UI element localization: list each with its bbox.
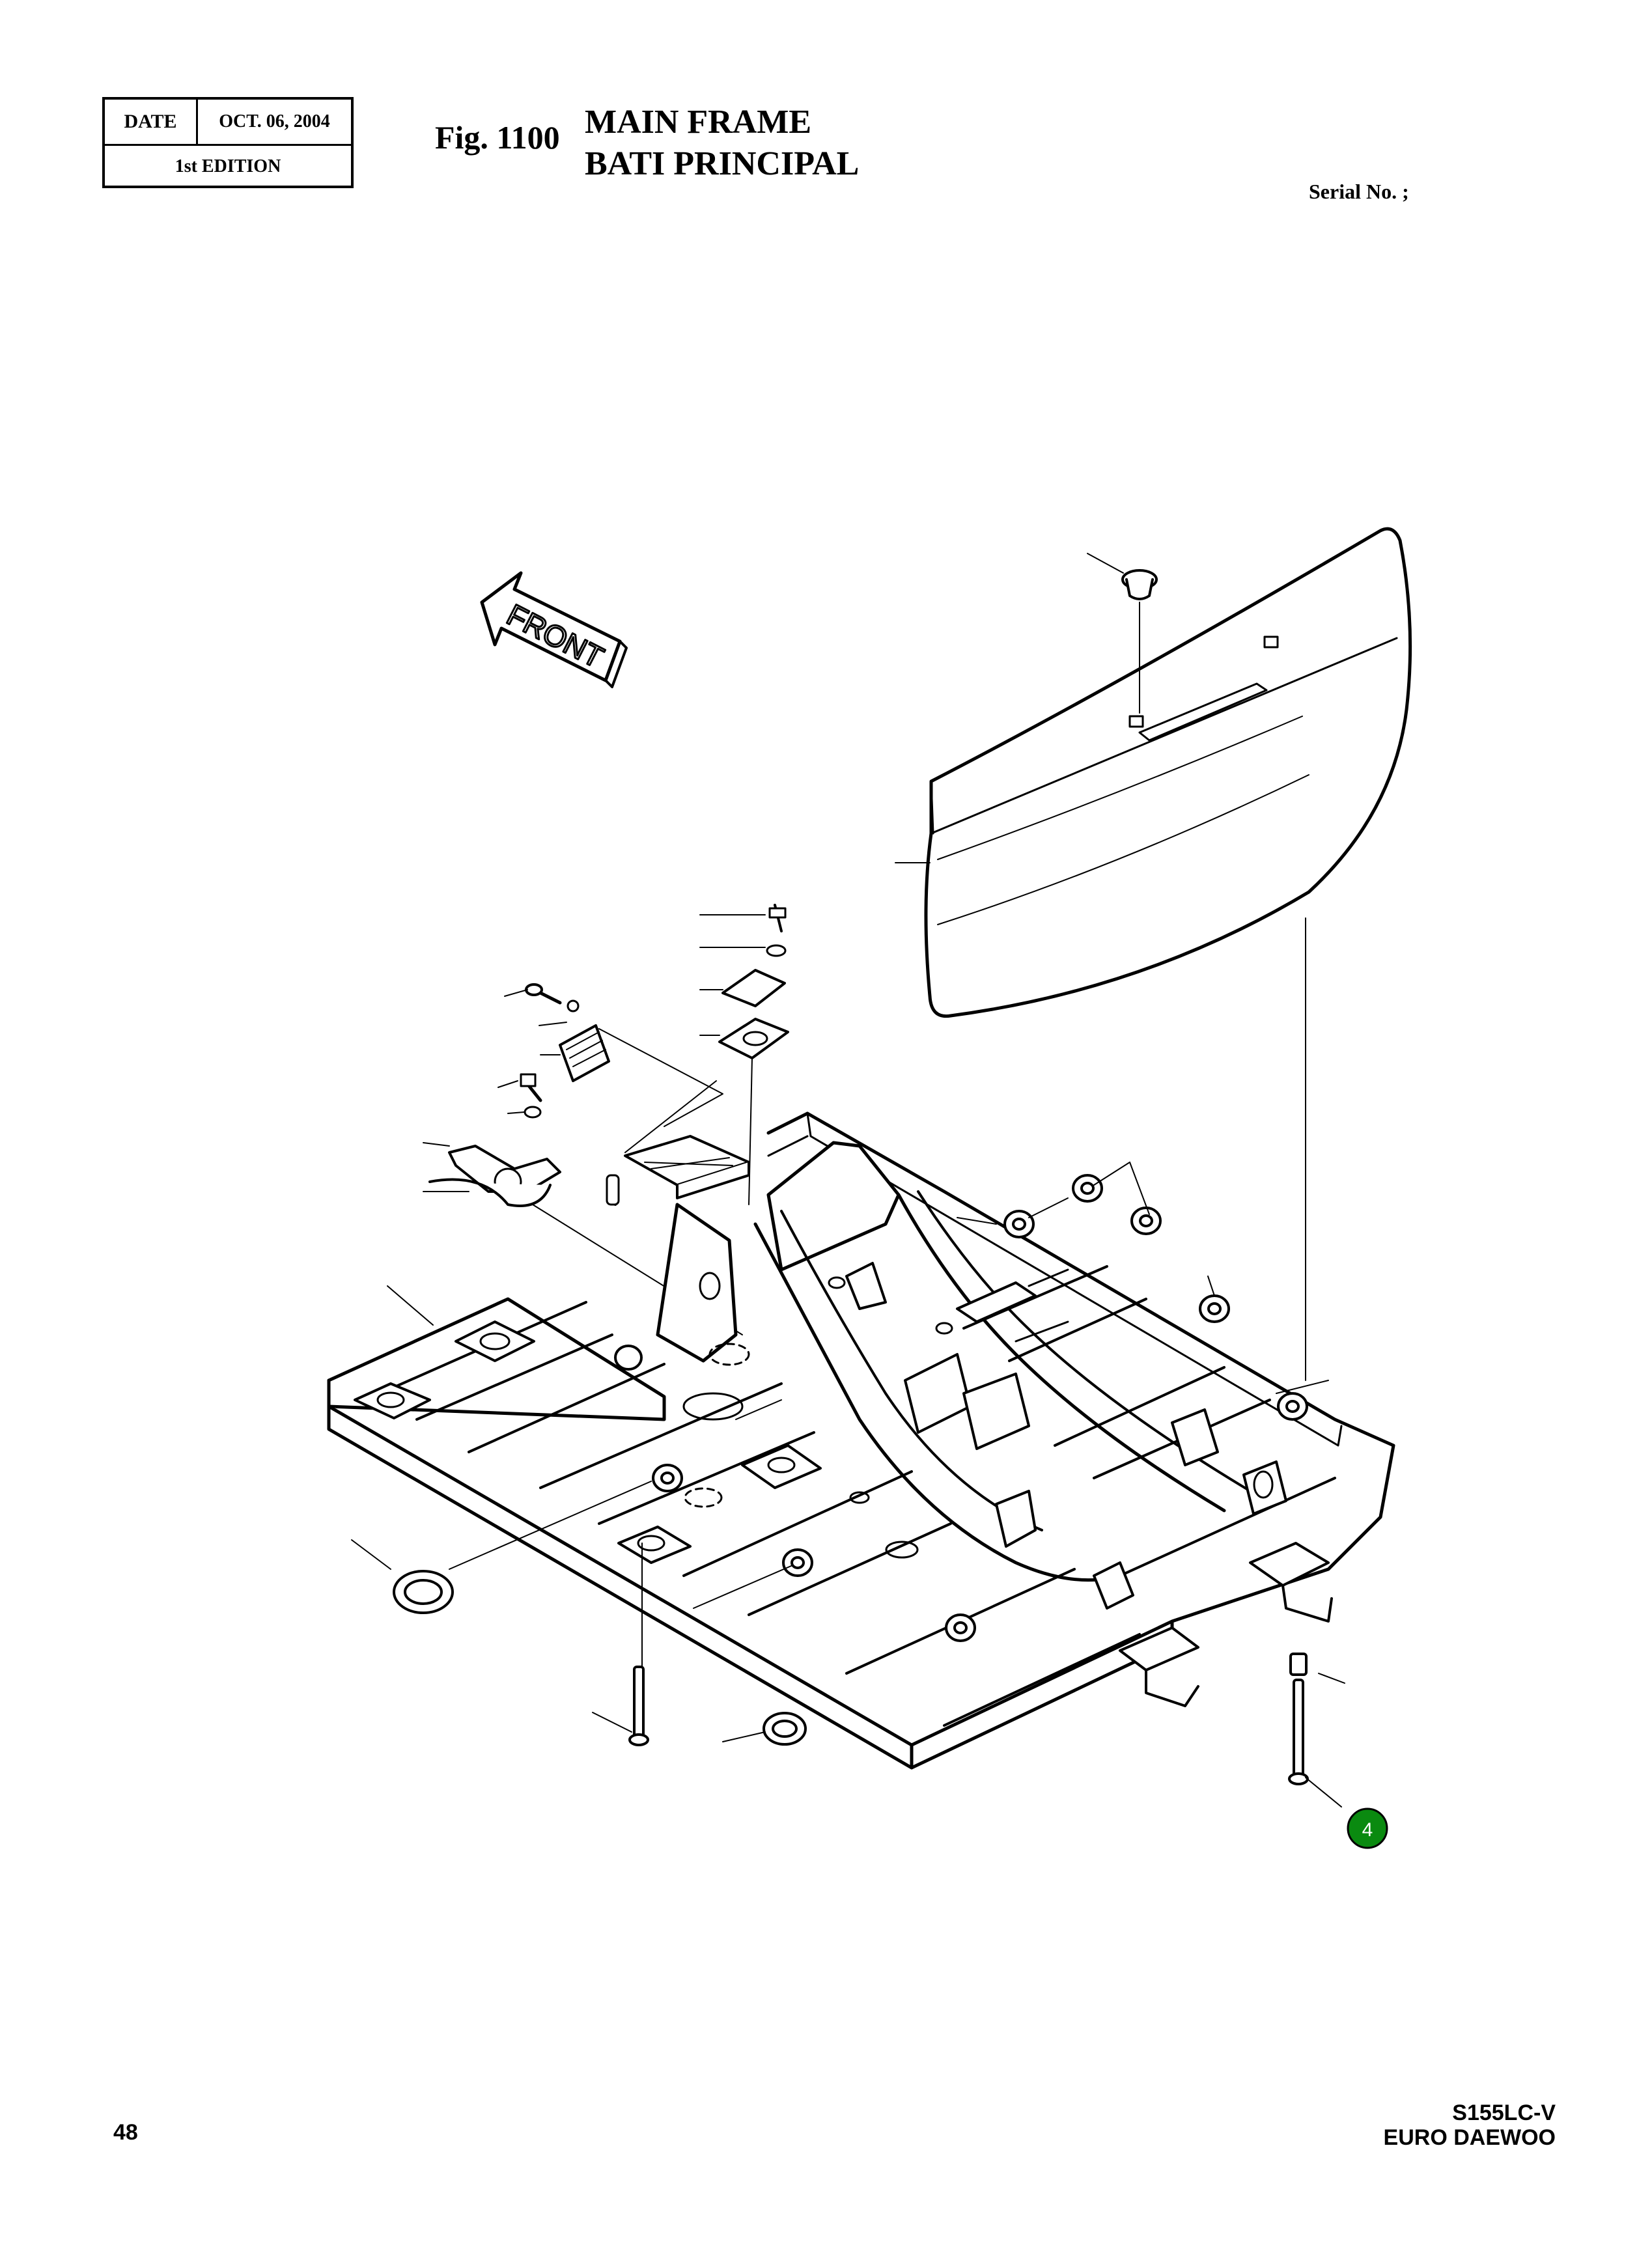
figure-title-en: MAIN FRAME xyxy=(585,104,812,141)
footer-model-block: S155LC-V EURO DAEWOO xyxy=(1384,2100,1556,2150)
date-value: OCT. 06, 2004 xyxy=(219,111,330,132)
rubber-mounts xyxy=(614,1174,1308,1642)
model-name: S155LC-V xyxy=(1452,2100,1556,2125)
step-plate xyxy=(624,1080,750,1199)
callout-4-label: 4 xyxy=(1362,1819,1373,1841)
date-label: DATE xyxy=(105,100,198,144)
lifting-eye xyxy=(1087,553,1158,714)
left-bolt-group xyxy=(423,983,743,1335)
long-bolts xyxy=(628,1653,1309,1785)
page-number: 48 xyxy=(113,2120,138,2145)
plate-and-bolt-cluster xyxy=(699,904,789,1205)
figure-title-fr: BATI PRINCIPAL xyxy=(585,145,860,182)
frame-cutouts xyxy=(682,1276,953,1559)
brand-name: EURO DAEWOO xyxy=(1383,2125,1556,2150)
mounting-plates xyxy=(354,1268,1333,1707)
counterweight xyxy=(924,527,1412,1018)
figure-number: Fig. 1100 xyxy=(435,119,560,156)
front-direction-arrow: FRONT xyxy=(480,571,628,688)
date-row: DATE OCT. 06, 2004 xyxy=(105,100,351,146)
boom-foot-frame xyxy=(656,1141,1252,1582)
leader-lines xyxy=(351,1162,1345,1807)
date-box: DATE OCT. 06, 2004 1st EDITION xyxy=(102,97,354,188)
figure-title: MAIN FRAME BATI PRINCIPAL xyxy=(585,102,859,185)
serial-number-label: Serial No. ; xyxy=(1309,180,1409,203)
callout-4[interactable]: 4 xyxy=(1347,1807,1388,1849)
edition-label: 1st EDITION xyxy=(175,156,281,176)
grommets xyxy=(393,1570,807,1746)
swing-supports xyxy=(904,1353,1287,1610)
